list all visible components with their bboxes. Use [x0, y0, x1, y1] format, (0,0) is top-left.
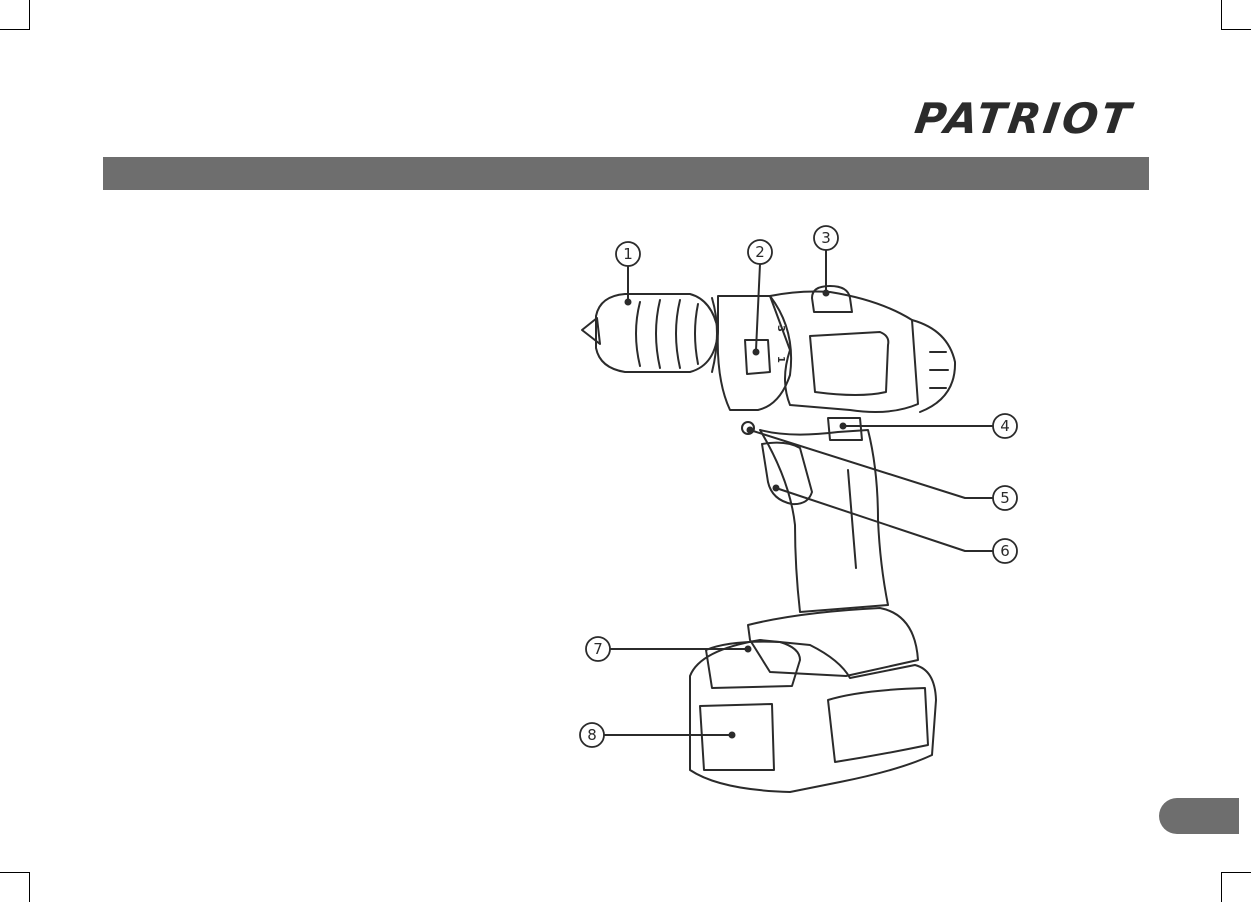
chuck-groove: [676, 300, 680, 368]
callout-number: 8: [587, 726, 597, 744]
callout-number: 7: [593, 640, 603, 658]
collar-scale-mark: 1: [775, 356, 786, 363]
page-number-tab: [1159, 798, 1239, 834]
drill-bit-tip: [582, 318, 600, 344]
crop-mark-bottom-right-h: [1221, 872, 1251, 873]
chuck-band: [712, 298, 717, 372]
chuck-groove: [636, 302, 640, 366]
brand-logo: PATRIOT: [897, 98, 1151, 140]
collar-tab: [745, 340, 770, 374]
section-header-bar: [103, 157, 1149, 190]
drill-handle: [760, 430, 888, 612]
callout-3: 3: [814, 226, 838, 250]
callout-8: 8: [580, 723, 604, 747]
callout-7: 7: [586, 637, 610, 661]
battery-front-label: [700, 704, 774, 770]
crop-mark-bottom-left-v: [29, 872, 30, 902]
crop-mark-bottom-right-v: [1221, 872, 1222, 902]
callout-2: 2: [748, 240, 772, 264]
handle-grip-line: [848, 470, 856, 568]
callout-number: 2: [755, 243, 765, 261]
callout-1: 1: [616, 242, 640, 266]
drill-illustration: 1 3 1: [560, 220, 1040, 805]
callout-number: 5: [1000, 489, 1010, 507]
battery-side-panel: [828, 688, 928, 762]
crop-mark-bottom-left-h: [0, 872, 30, 873]
callout-6: 6: [993, 539, 1017, 563]
speed-selector: [812, 286, 852, 312]
callout-4: 4: [993, 414, 1017, 438]
crop-mark-top-left-h: [0, 29, 30, 30]
callout-5: 5: [993, 486, 1017, 510]
callout-number: 4: [1000, 417, 1010, 435]
crop-mark-top-left-v: [29, 0, 30, 30]
chuck-groove: [695, 304, 698, 364]
callout-number: 1: [623, 245, 633, 263]
crop-mark-top-right-h: [1221, 29, 1251, 30]
crop-mark-top-right-v: [1221, 0, 1222, 30]
callout-leaders: [604, 250, 992, 735]
trigger: [762, 443, 812, 504]
callout-number: 6: [1000, 542, 1010, 560]
housing-window: [810, 332, 888, 395]
chuck-groove: [656, 300, 660, 368]
direction-switch: [828, 418, 862, 440]
callout-number: 3: [821, 229, 831, 247]
